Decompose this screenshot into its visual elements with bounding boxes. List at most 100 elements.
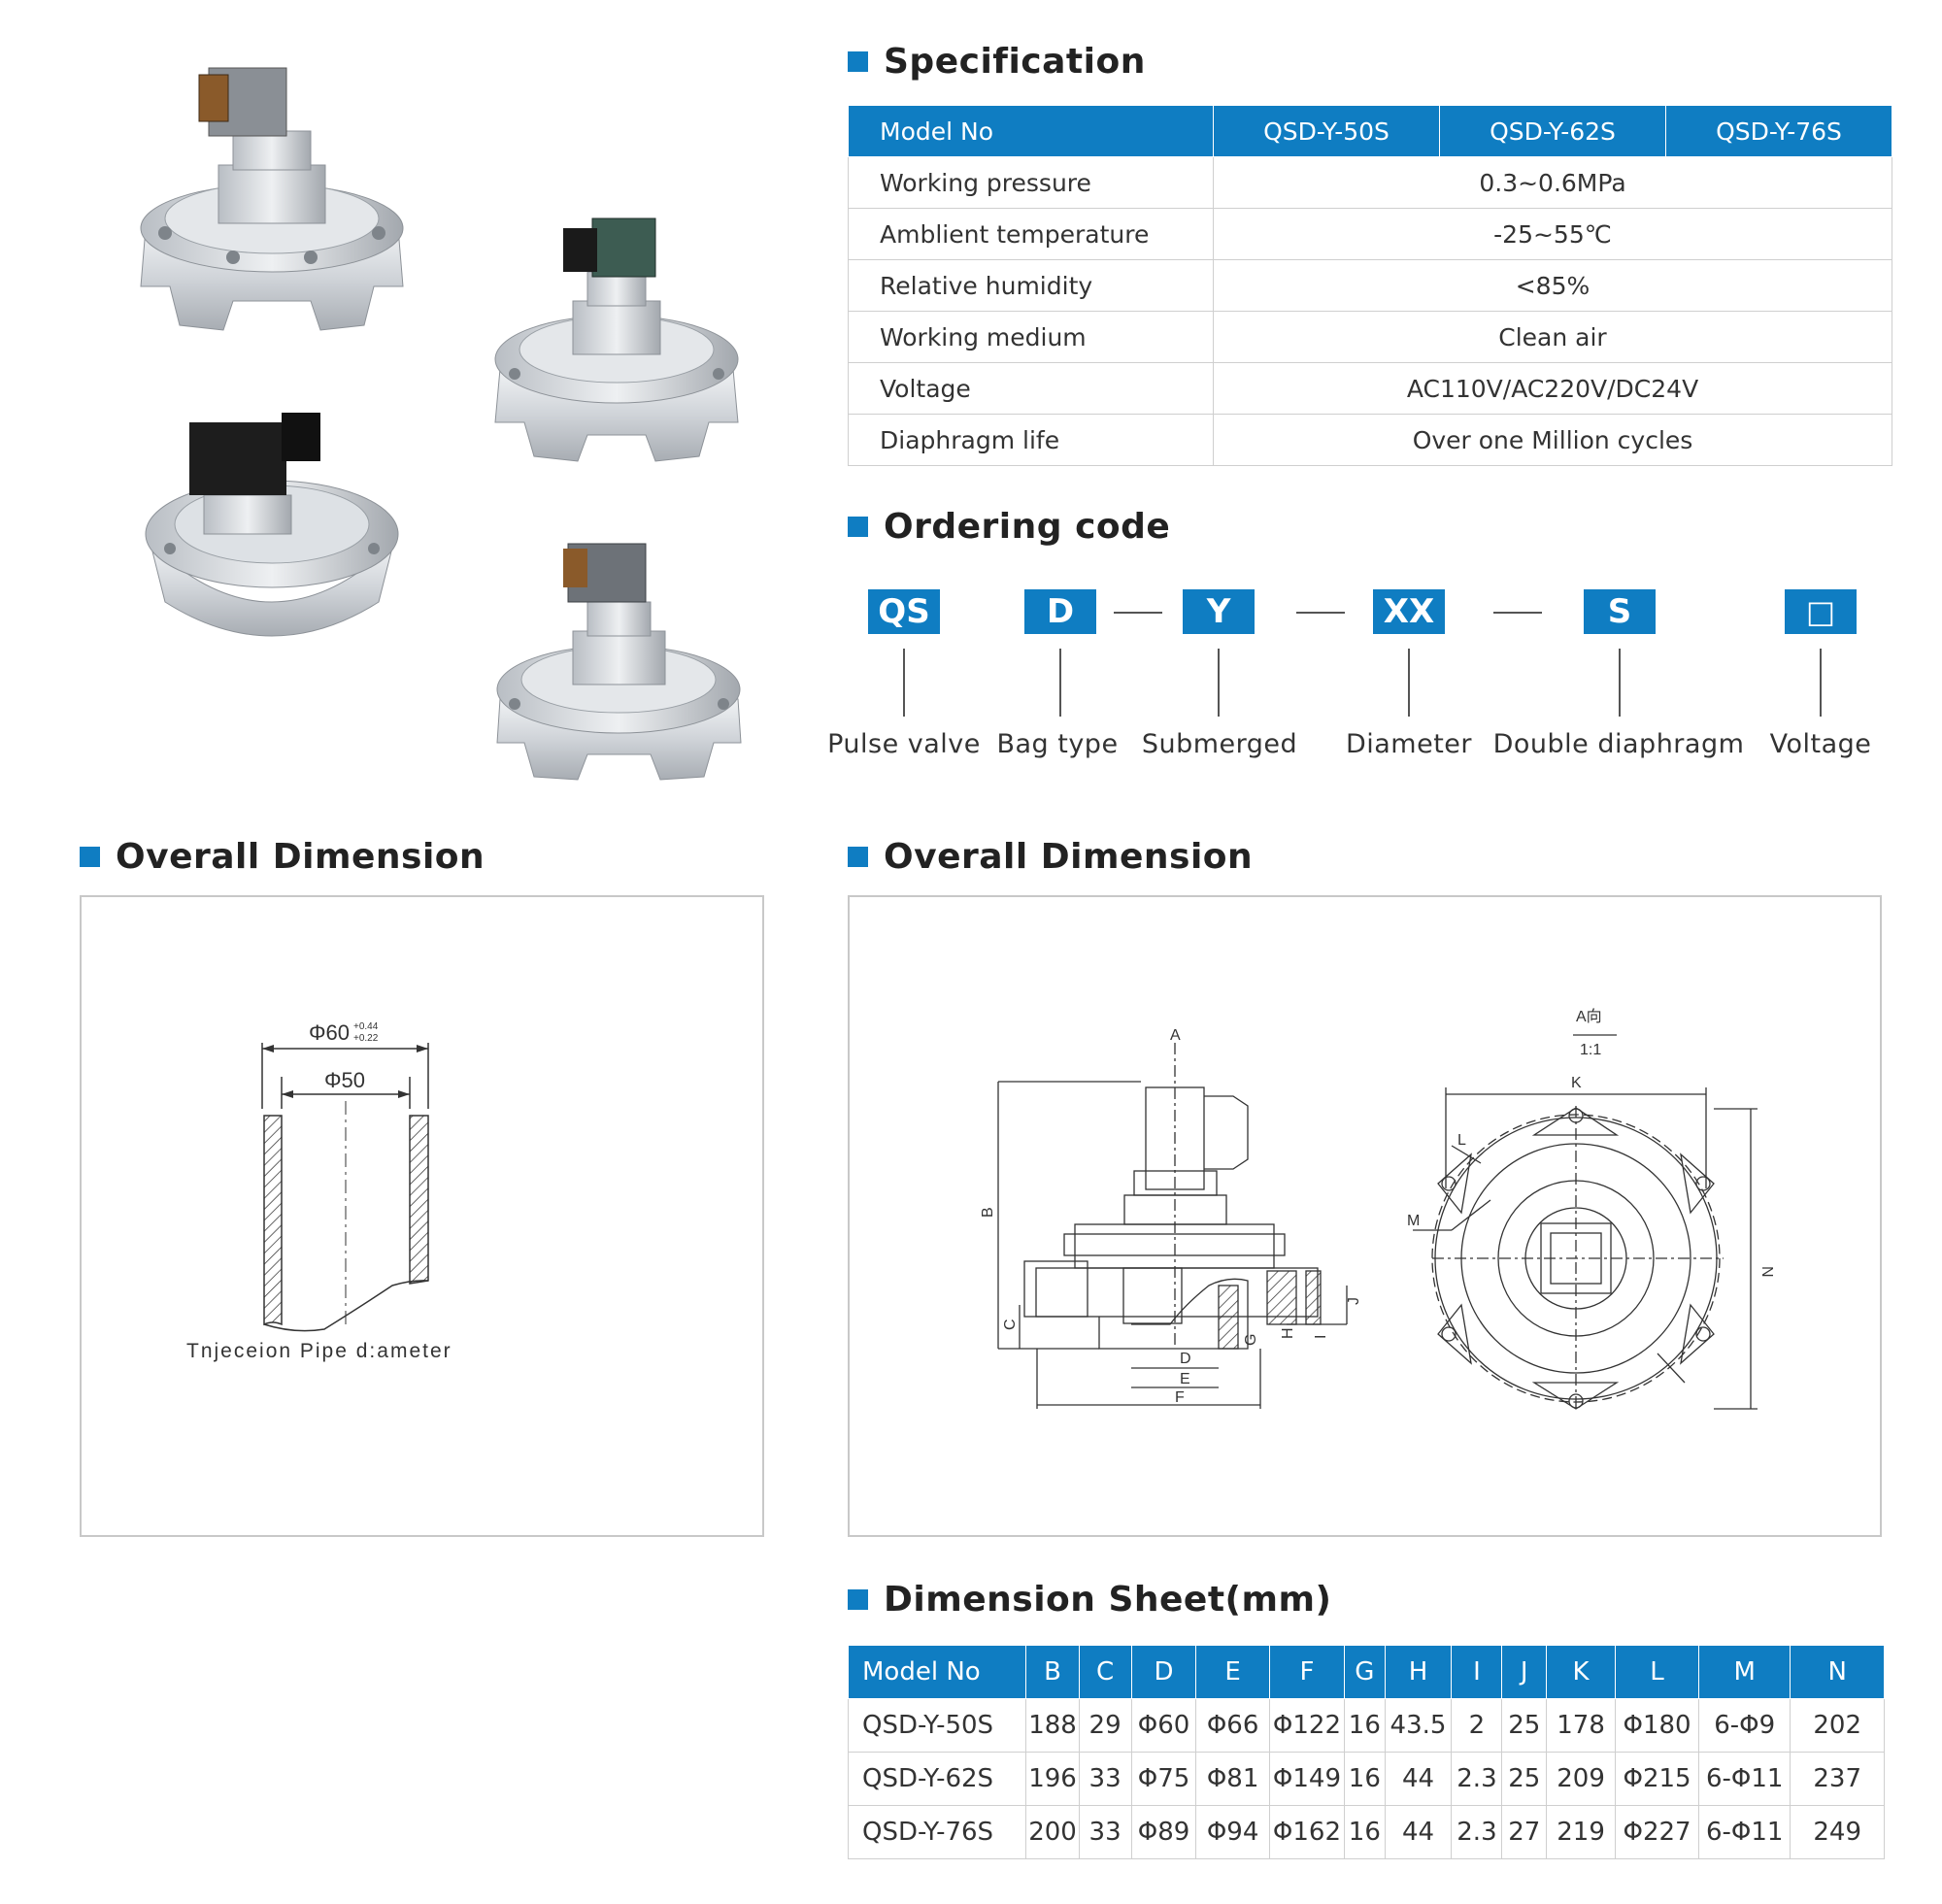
dim-cell: 196	[1025, 1752, 1080, 1806]
dim-header-col: F	[1268, 1645, 1346, 1699]
drawing-letter-i: I	[1313, 1335, 1329, 1339]
dim-header-col: I	[1451, 1645, 1503, 1699]
spec-label: Working medium	[848, 311, 1214, 363]
section-marker	[848, 847, 868, 867]
dimension-sheet-title: Dimension Sheet(mm)	[848, 1580, 1331, 1620]
dim-cell: 44	[1384, 1752, 1453, 1806]
dim-header-col: L	[1615, 1645, 1699, 1699]
valve-photo-3	[145, 413, 399, 637]
dim-header-col: J	[1501, 1645, 1548, 1699]
dim-cell: 33	[1078, 1752, 1132, 1806]
dim-header-col: G	[1344, 1645, 1386, 1699]
dim-cell: 2.3	[1451, 1805, 1503, 1859]
code-box-y: Y	[1183, 589, 1255, 634]
spec-label: Working pressure	[848, 156, 1214, 209]
dim-cell: 200	[1025, 1805, 1080, 1859]
dim-header-model: Model No	[847, 1645, 1027, 1699]
spec-header-col: QSD-Y-62S	[1439, 105, 1666, 157]
overall-dimension-right-text: Overall Dimension	[884, 837, 1254, 877]
dim-cell: Φ81	[1195, 1752, 1270, 1806]
drawing-letter-g: G	[1243, 1334, 1259, 1346]
dim-cell: Φ66	[1195, 1698, 1270, 1753]
code-connector	[1059, 649, 1061, 717]
dim-cell: 219	[1546, 1805, 1617, 1859]
dim-row: QSD-Y-76S 200 33 Φ89 Φ94 Φ162 16 44 2.3 …	[847, 1805, 1885, 1859]
spec-label: Amblient temperature	[848, 208, 1214, 260]
overall-dimension-left-text: Overall Dimension	[116, 837, 486, 877]
dim-cell: Φ180	[1615, 1698, 1699, 1753]
drawing-letter-n: N	[1758, 1266, 1775, 1278]
drawing-letter-k: K	[1571, 1075, 1582, 1091]
drawing-letter-h: H	[1280, 1327, 1296, 1339]
spec-value: AC110V/AC220V/DC24V	[1213, 362, 1892, 415]
spec-value: Over one Million cycles	[1213, 414, 1892, 466]
dim-row: QSD-Y-50S 188 29 Φ60 Φ66 Φ122 16 43.5 2 …	[847, 1698, 1885, 1753]
ordering-code-title: Ordering code	[848, 507, 1170, 547]
code-dash	[1114, 612, 1162, 614]
drawing-letter-d: D	[1180, 1351, 1191, 1367]
drawing-scale: 1:1	[1580, 1042, 1601, 1058]
specification-table: Model No QSD-Y-50S QSD-Y-62S QSD-Y-76S W…	[848, 105, 1892, 466]
dim-cell: 43.5	[1384, 1698, 1453, 1753]
dim-cell: 2.3	[1451, 1752, 1503, 1806]
dim-cell: 27	[1501, 1805, 1548, 1859]
spec-header-col: QSD-Y-50S	[1213, 105, 1440, 157]
dim-cell: 29	[1078, 1698, 1132, 1753]
code-label: Voltage	[1769, 729, 1872, 759]
dim-cell: 178	[1546, 1698, 1617, 1753]
section-marker	[848, 51, 868, 72]
spec-label: Relative humidity	[848, 259, 1214, 312]
dim-cell: Φ215	[1615, 1752, 1699, 1806]
drawing-letter-e: E	[1180, 1371, 1190, 1387]
spec-header-model: Model No	[848, 105, 1214, 157]
code-box-s: S	[1584, 589, 1656, 634]
code-connector	[903, 649, 905, 717]
pipe-drawing-frame: Φ60 +0.44 +0.22 Φ50 Tnjeceion Pipe d:ame…	[80, 895, 764, 1537]
dim-header-row: Model No B C D E F G H I J K L M N	[847, 1645, 1885, 1699]
valve-photo-4	[496, 543, 742, 781]
dim-header-col: H	[1384, 1645, 1453, 1699]
code-dash	[1296, 612, 1345, 614]
drawing-letter-m: M	[1407, 1213, 1420, 1229]
spec-value: <85%	[1213, 259, 1892, 312]
dim-cell: Φ149	[1268, 1752, 1346, 1806]
code-box-voltage: □	[1785, 589, 1857, 634]
dim-cell: 188	[1025, 1698, 1080, 1753]
code-label: Submerged	[1141, 729, 1298, 759]
pipe-inner-dim: Φ50	[324, 1068, 365, 1092]
dim-header-col: N	[1790, 1645, 1885, 1699]
spec-header-row: Model No QSD-Y-50S QSD-Y-62S QSD-Y-76S	[848, 105, 1892, 157]
dim-header-col: C	[1078, 1645, 1132, 1699]
specification-title: Specification	[848, 42, 1146, 82]
overall-dimension-left-title: Overall Dimension	[80, 837, 485, 877]
dimension-sheet-title-text: Dimension Sheet(mm)	[884, 1580, 1332, 1620]
code-box-xx: XX	[1373, 589, 1445, 634]
dim-cell: Φ94	[1195, 1805, 1270, 1859]
dim-header-col: B	[1025, 1645, 1080, 1699]
drawing-letter-f: F	[1175, 1389, 1185, 1406]
code-box-qs: QS	[868, 589, 940, 634]
code-label: Bag type	[996, 729, 1119, 759]
dim-cell: 16	[1344, 1805, 1386, 1859]
dim-cell-model: QSD-Y-62S	[847, 1752, 1027, 1806]
drawing-letter-b: B	[980, 1207, 996, 1218]
dim-cell: Φ122	[1268, 1698, 1346, 1753]
pipe-tol-upper: +0.44	[353, 1021, 379, 1032]
dim-cell: Φ89	[1130, 1805, 1197, 1859]
ordering-code-title-text: Ordering code	[884, 507, 1171, 547]
dim-cell: 33	[1078, 1805, 1132, 1859]
drawing-letter-j: J	[1346, 1297, 1362, 1305]
dim-cell: 6-Φ9	[1697, 1698, 1791, 1753]
code-connector	[1218, 649, 1220, 717]
dim-cell-model: QSD-Y-50S	[847, 1698, 1027, 1753]
pipe-outer-dim: Φ60	[309, 1020, 350, 1045]
code-box-d: D	[1024, 589, 1096, 634]
dim-cell: Φ60	[1130, 1698, 1197, 1753]
code-dash	[1493, 612, 1542, 614]
section-marker	[80, 847, 100, 867]
dim-cell: 6-Φ11	[1697, 1752, 1791, 1806]
